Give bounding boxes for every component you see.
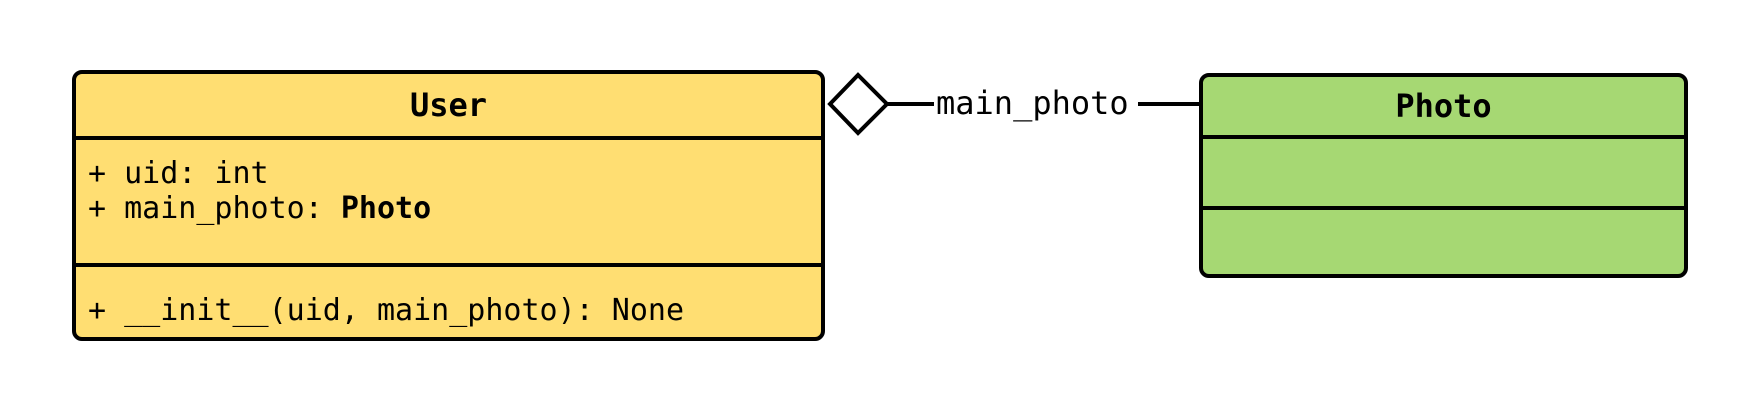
attributes-compartment-photo [1203, 139, 1684, 210]
attributes-compartment-user: + uid: int + main_photo: Photo [76, 140, 821, 267]
class-box-photo: Photo [1199, 73, 1688, 278]
attribute-text: + main_photo: [88, 191, 341, 226]
methods-compartment-photo [1203, 210, 1684, 274]
relation-label: main_photo [936, 84, 1129, 122]
aggregation-connector [827, 72, 1200, 136]
attribute-type-text: Photo [340, 191, 432, 226]
method-line: + __init__(uid, main_photo): None [88, 293, 685, 328]
attribute-line: + uid: int [88, 156, 821, 191]
class-title-user: User [76, 74, 821, 140]
attribute-text: + uid: int [88, 156, 269, 191]
class-box-user: User + uid: int + main_photo: Photo + __… [72, 70, 825, 341]
methods-compartment-user: + __init__(uid, main_photo): None [76, 267, 821, 337]
aggregation-diamond-icon [827, 72, 890, 136]
class-title-photo: Photo [1203, 77, 1684, 139]
attribute-line: + main_photo: Photo [88, 191, 821, 226]
